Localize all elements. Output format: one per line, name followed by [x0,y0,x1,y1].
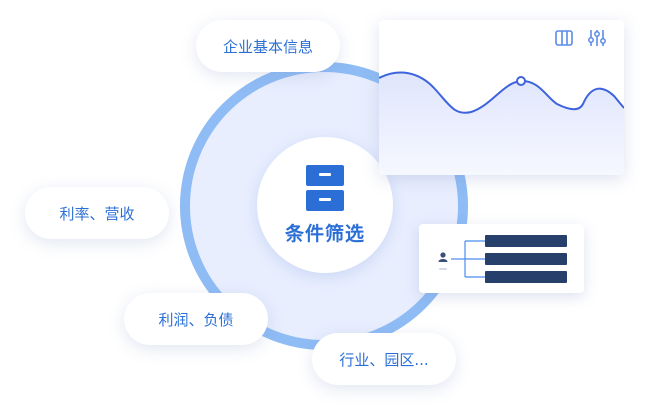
pill-profit-debt[interactable]: 利润、负债 [124,293,268,345]
relation-tree-card [419,224,584,293]
columns-icon[interactable] [555,30,573,46]
tree-connectors [438,240,485,278]
trend-chart-card [379,20,624,175]
trend-marker [516,76,526,86]
tree-node[interactable] [485,235,567,247]
tree-node[interactable] [485,271,567,283]
trend-chart [379,71,624,175]
pill-company-info[interactable]: 企业基本信息 [196,20,340,72]
trend-area [379,72,624,175]
filter-core[interactable]: 条件筛选 [257,137,393,273]
tree-node[interactable] [485,253,567,265]
filter-title: 条件筛选 [284,222,365,245]
pill-industry-park[interactable]: 行业、园区... [312,333,456,385]
pill-rate-revenue[interactable]: 利率、营收 [25,187,169,239]
cabinet-icon [306,164,344,211]
person-icon [438,252,448,270]
sliders-icon[interactable] [588,29,606,47]
